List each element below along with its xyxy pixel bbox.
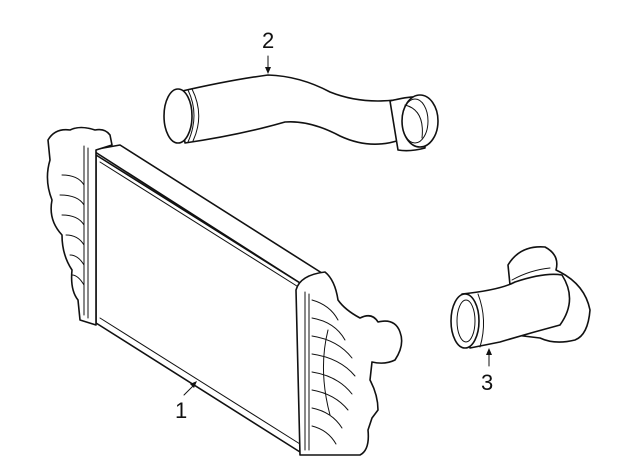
callout-label-1: 1 [175,398,188,423]
callout-2-arrowhead [265,67,271,74]
callout-label-2: 2 [262,28,275,53]
lower-hose-part-3[interactable] [450,246,591,349]
callout-3-arrowhead [486,348,492,355]
callout-1-arrowhead [190,381,197,388]
callout-label-3: 3 [481,370,494,395]
intercooler-part-1[interactable] [46,126,403,456]
upper-hose-part-2[interactable] [163,74,439,152]
